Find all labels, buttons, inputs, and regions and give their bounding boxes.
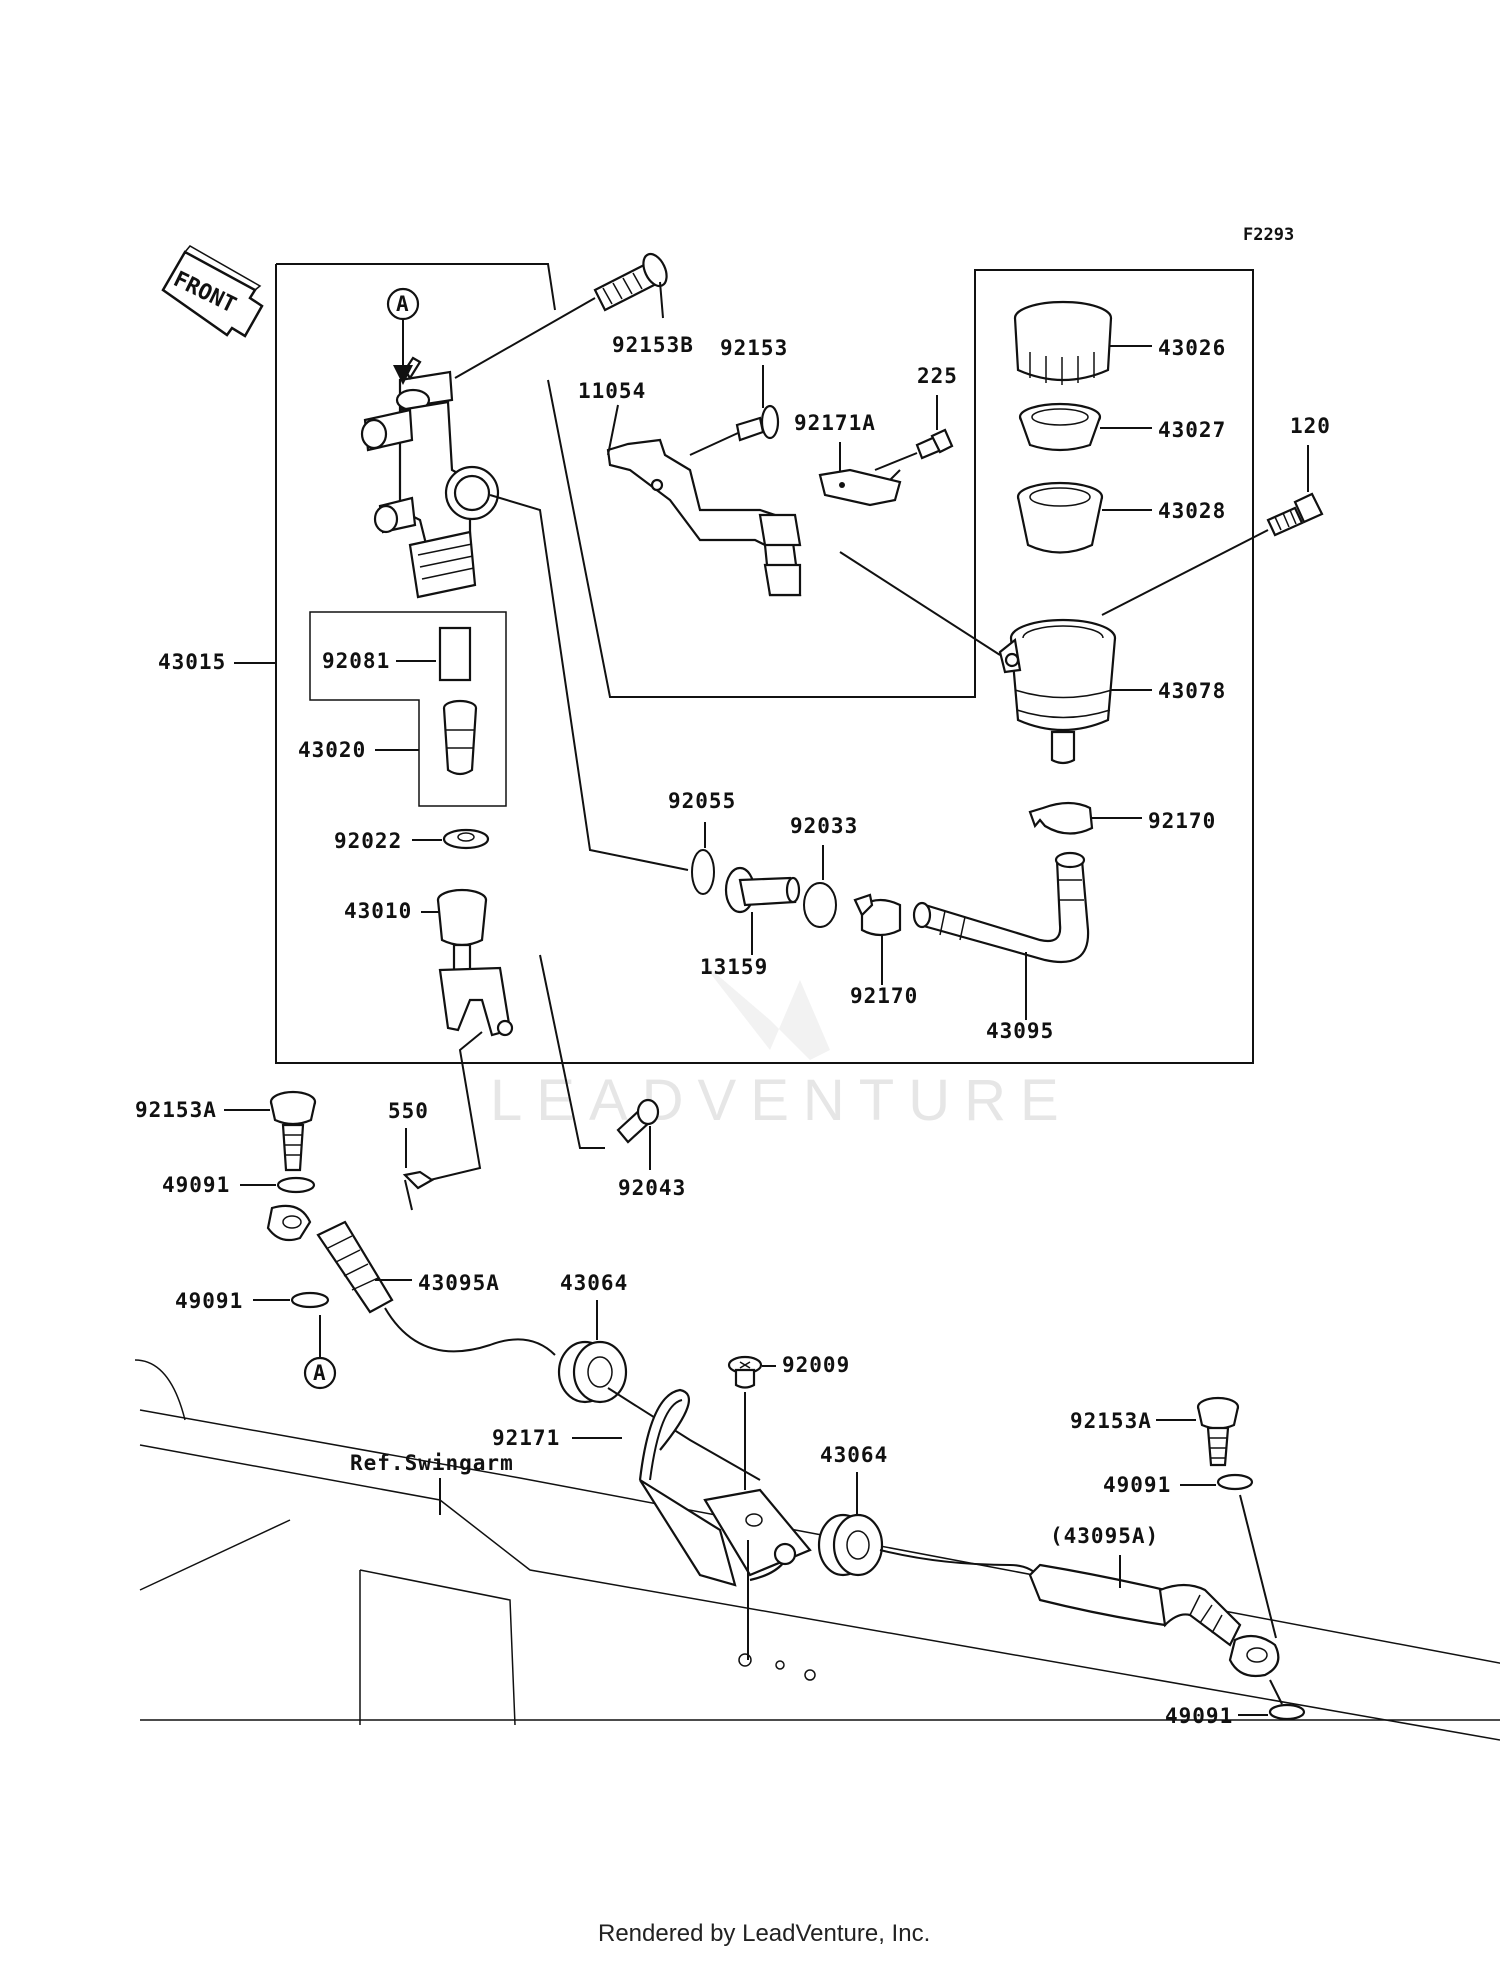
label-43015: 43015 [158, 650, 226, 674]
label-49091-b: 49091 [175, 1289, 243, 1313]
watermark: LEADVENTURE [490, 1068, 1073, 1133]
footer-credit: Rendered by LeadVenture, Inc. [598, 1920, 930, 1947]
diaphragm-plate-43027 [1018, 402, 1102, 452]
washer-92022 [442, 828, 490, 850]
clamp-92171A [818, 468, 902, 507]
bolt-92153B [454, 252, 668, 379]
label-43095A-paren: (43095A) [1050, 1524, 1159, 1548]
label-43027: 43027 [1158, 418, 1226, 442]
swingarm-outline [134, 1359, 1500, 1741]
label-43020: 43020 [298, 738, 366, 762]
push-rod-43010 [436, 888, 514, 1037]
figure-code: F2293 [1243, 225, 1294, 245]
cotter-pin-550 [402, 1170, 435, 1211]
label-43095: 43095 [986, 1019, 1054, 1043]
label-92171: 92171 [492, 1426, 560, 1450]
piston-43020 [442, 699, 478, 776]
label-92022: 92022 [334, 829, 402, 853]
watermark-logo [700, 960, 830, 1060]
label-43095A: 43095A [418, 1271, 500, 1295]
callout-a-bottom: A [303, 1315, 337, 1390]
label-92033: 92033 [790, 814, 858, 838]
washer-49091-b [290, 1291, 330, 1309]
pin-92043 [616, 1098, 660, 1144]
label-92153A-left: 92153A [135, 1098, 217, 1122]
washer-49091-a [276, 1176, 316, 1194]
banjo-bolt-92153A-right [1196, 1396, 1240, 1467]
label-49091-c: 49091 [1103, 1473, 1171, 1497]
oring-92055 [691, 849, 715, 895]
label-43026: 43026 [1158, 336, 1226, 360]
hose-43095A-right [879, 1549, 1280, 1678]
label-92153A-right: 92153A [1070, 1409, 1152, 1433]
clamp-92170-upper [1028, 801, 1094, 835]
swingarm-ref-label: Ref.Swingarm [350, 1451, 514, 1475]
screw-225 [874, 428, 954, 471]
label-92153: 92153 [720, 336, 788, 360]
label-11054: 11054 [578, 379, 646, 403]
spring-92081 [438, 626, 472, 682]
banjo-bolt-92153A-left [269, 1090, 317, 1172]
grommet-43064-right [817, 1513, 884, 1577]
label-550: 550 [388, 1099, 429, 1123]
screw-92009 [727, 1355, 763, 1660]
hose-43095 [912, 851, 1090, 964]
callout-a-top: A [386, 287, 420, 385]
label-92009: 92009 [782, 1353, 850, 1377]
label-49091-a: 49091 [162, 1173, 230, 1197]
label-43064-left: 43064 [560, 1271, 628, 1295]
label-225: 225 [917, 364, 958, 388]
washer-49091-c [1216, 1473, 1254, 1491]
spring-piston-box [309, 611, 507, 807]
label-43028: 43028 [1158, 499, 1226, 523]
label-49091-d: 49091 [1165, 1704, 1233, 1728]
bolt-120 [1101, 492, 1324, 616]
label-92153B: 92153B [612, 333, 694, 357]
assembly-box-top [276, 263, 556, 311]
hose-43095A [266, 1204, 556, 1356]
label-92055: 92055 [668, 789, 736, 813]
label-43064-right: 43064 [820, 1443, 888, 1467]
label-120: 120 [1290, 414, 1331, 438]
label-43078: 43078 [1158, 679, 1226, 703]
washer-49091-d [1268, 1703, 1306, 1721]
svg-text:A: A [396, 292, 410, 316]
reservoir-43078 [998, 618, 1117, 765]
fitting-13159 [724, 866, 801, 914]
screw-92153 [689, 404, 780, 456]
label-92081: 92081 [322, 649, 390, 673]
label-92043: 92043 [618, 1176, 686, 1200]
label-43010: 43010 [344, 899, 412, 923]
diaphragm-43028 [1016, 481, 1104, 554]
assembly-box [275, 264, 1254, 1064]
grommet-43064-left [557, 1340, 628, 1404]
label-92170-lower: 92170 [850, 984, 918, 1008]
front-arrow-icon: FRONT [161, 245, 264, 338]
circlip-92033 [803, 882, 837, 928]
master-cylinder-body [360, 356, 500, 599]
bracket-11054 [606, 438, 802, 597]
clamp-92170-lower [853, 893, 902, 937]
label-13159: 13159 [700, 955, 768, 979]
label-92171A: 92171A [794, 411, 876, 435]
label-92170-upper: 92170 [1148, 809, 1216, 833]
hose-guide-92171 [638, 1388, 812, 1587]
svg-text:A: A [313, 1361, 327, 1385]
cap-43026 [1013, 300, 1113, 385]
